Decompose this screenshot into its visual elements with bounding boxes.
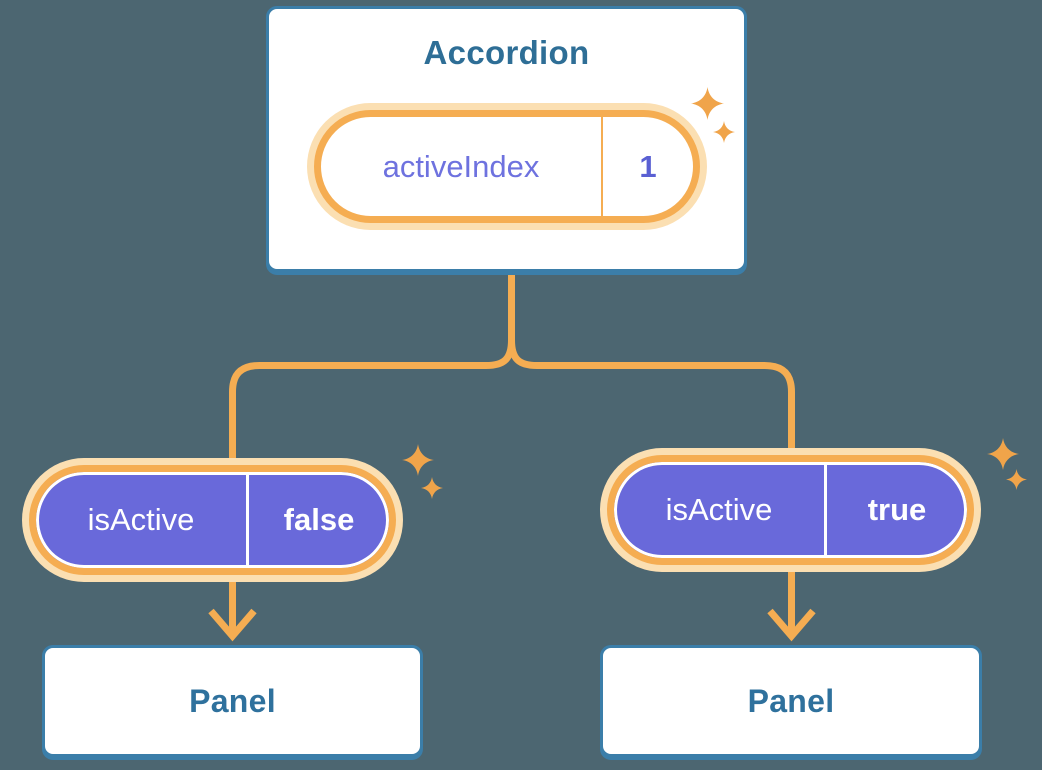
prop-pill-value: true — [867, 492, 927, 527]
sparkle-icon — [1006, 469, 1027, 490]
prop-pill-value: false — [283, 502, 355, 537]
state-pill-label: activeIndex — [382, 148, 540, 184]
state-pill-divider — [601, 117, 603, 216]
panel-card-right: Panel — [600, 645, 982, 757]
state-pill-value: 1 — [639, 148, 657, 184]
sparkle-icon — [713, 121, 735, 143]
prop-pill-isactive-false: isActive false — [29, 465, 396, 575]
sparkle-icon — [691, 87, 724, 120]
sparkle-icon — [421, 477, 443, 499]
connector-branch-left — [229, 339, 515, 634]
prop-pill-divider — [824, 462, 827, 558]
prop-pill-isactive-true: isActive true — [607, 455, 974, 565]
panel-label: Panel — [189, 682, 276, 719]
state-pill-activeindex: activeIndex 1 — [314, 110, 700, 223]
accordion-title: Accordion — [423, 34, 590, 71]
connector-branch-right — [508, 339, 795, 634]
sparkle-icon — [987, 438, 1019, 470]
sparkle-icon — [402, 444, 434, 476]
panel-label: Panel — [747, 682, 835, 719]
prop-pill-divider — [246, 472, 249, 568]
panel-card-left: Panel — [42, 645, 423, 757]
prop-pill-label: isActive — [665, 492, 773, 527]
arrowhead-left-icon — [208, 608, 257, 642]
prop-pill-label: isActive — [87, 502, 195, 537]
arrowhead-right-icon — [767, 608, 816, 642]
